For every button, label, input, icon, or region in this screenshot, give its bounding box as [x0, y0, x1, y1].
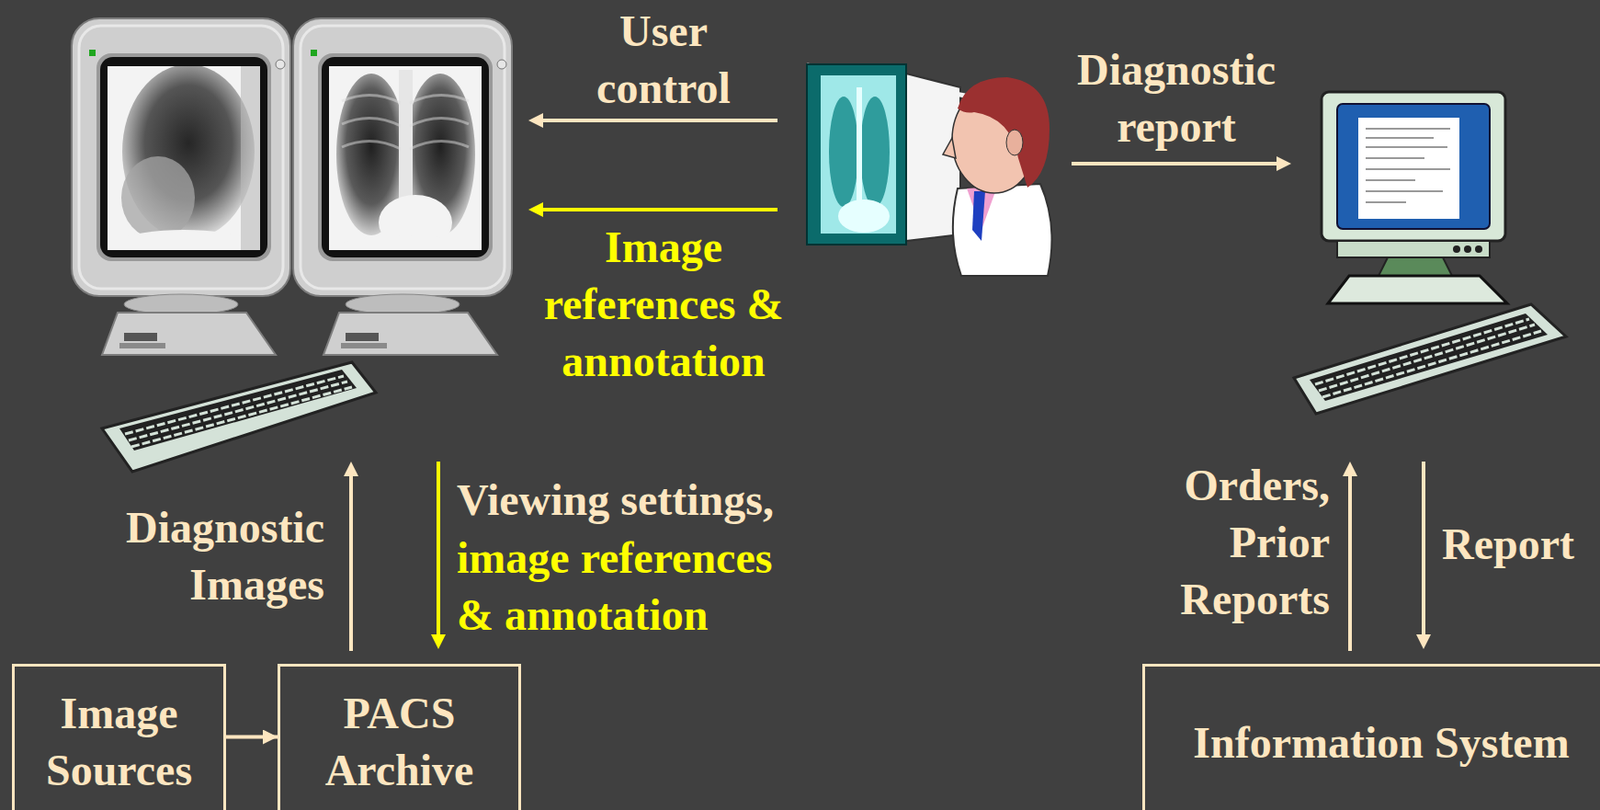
process-box: Information System	[1142, 663, 1600, 810]
radiologist-at-lightbox	[906, 73, 961, 241]
radiologist-at-lightbox	[972, 191, 986, 241]
keyboard	[119, 369, 357, 451]
report-computer	[1321, 91, 1508, 304]
report-computer	[1475, 245, 1483, 253]
radiologist-at-lightbox	[942, 137, 956, 159]
monitor-left	[122, 66, 255, 239]
keyboard	[102, 362, 376, 472]
report-computer	[1321, 91, 1506, 241]
box-label: PACS Archive	[280, 684, 519, 799]
flow-arrow	[528, 202, 544, 217]
monitor-right	[293, 18, 512, 355]
keyboard	[1309, 313, 1548, 401]
monitor-right	[329, 235, 482, 250]
monitor-right	[329, 69, 482, 250]
report-computer	[1365, 128, 1451, 203]
keyboard	[124, 375, 352, 447]
monitor-left	[121, 156, 195, 239]
flow-arrow	[343, 461, 359, 477]
flow-arrow	[1276, 156, 1292, 171]
flow-arrow	[1071, 161, 1280, 166]
flow-arrow	[528, 113, 544, 128]
monitor-left	[71, 18, 291, 355]
monitor-left	[107, 66, 261, 250]
radiologist-at-lightbox	[957, 77, 1050, 188]
radiologist-at-lightbox	[820, 75, 897, 234]
radiologist-at-lightbox	[860, 96, 890, 207]
report-computer	[1337, 240, 1490, 258]
process-box: Image Sources	[11, 663, 227, 810]
keyboard	[102, 362, 376, 472]
report-computer	[1337, 103, 1490, 229]
report-computer	[1358, 117, 1460, 219]
keyboard	[1315, 318, 1542, 398]
keyboard	[1293, 304, 1566, 414]
report-computer	[1463, 245, 1472, 253]
flow-arrow	[1416, 634, 1431, 649]
monitor-left	[240, 66, 261, 250]
process-box: PACS Archive	[277, 663, 522, 810]
report-computer	[1452, 245, 1461, 253]
radiologist-at-lightbox	[1006, 129, 1023, 156]
radiologist-at-lightbox	[953, 183, 1053, 276]
flow-arrow	[436, 461, 441, 637]
flow-arrow	[431, 634, 446, 649]
monitor-left	[71, 18, 291, 355]
radiologist-at-lightbox	[828, 96, 859, 207]
flow-label: Report	[1441, 515, 1594, 573]
flow-arrow	[1348, 473, 1352, 651]
monitor-left	[107, 229, 261, 250]
flow-label: Orders, Prior Reports	[1127, 456, 1330, 628]
radiologist-at-lightbox	[838, 199, 890, 233]
flow-arrow	[1342, 461, 1358, 477]
monitor-right	[341, 94, 469, 149]
box-label: Image Sources	[14, 684, 224, 799]
flow-arrow	[343, 113, 1431, 651]
monitor-right	[329, 66, 482, 250]
flow-label: image references & annotation	[456, 529, 797, 644]
box-label: Information System	[1192, 714, 1569, 772]
flow-label: Viewing settings,	[456, 471, 825, 529]
flow-arrow	[226, 735, 278, 739]
report-computer	[1378, 257, 1453, 276]
flow-arrow	[540, 118, 778, 123]
monitor-right	[293, 18, 512, 355]
keyboard	[1293, 304, 1566, 414]
radiologist-at-lightbox	[806, 64, 907, 245]
flow-arrow	[349, 473, 353, 651]
flow-label: User control	[553, 2, 774, 117]
report-computer	[1327, 275, 1508, 304]
flow-arrow	[540, 207, 778, 212]
flow-label: Diagnostic report	[1056, 41, 1296, 156]
flow-label: Image references & annotation	[530, 218, 797, 390]
flow-label: Diagnostic Images	[85, 499, 325, 613]
radiologist-at-lightbox	[806, 64, 1053, 276]
flow-arrow	[1421, 461, 1426, 637]
